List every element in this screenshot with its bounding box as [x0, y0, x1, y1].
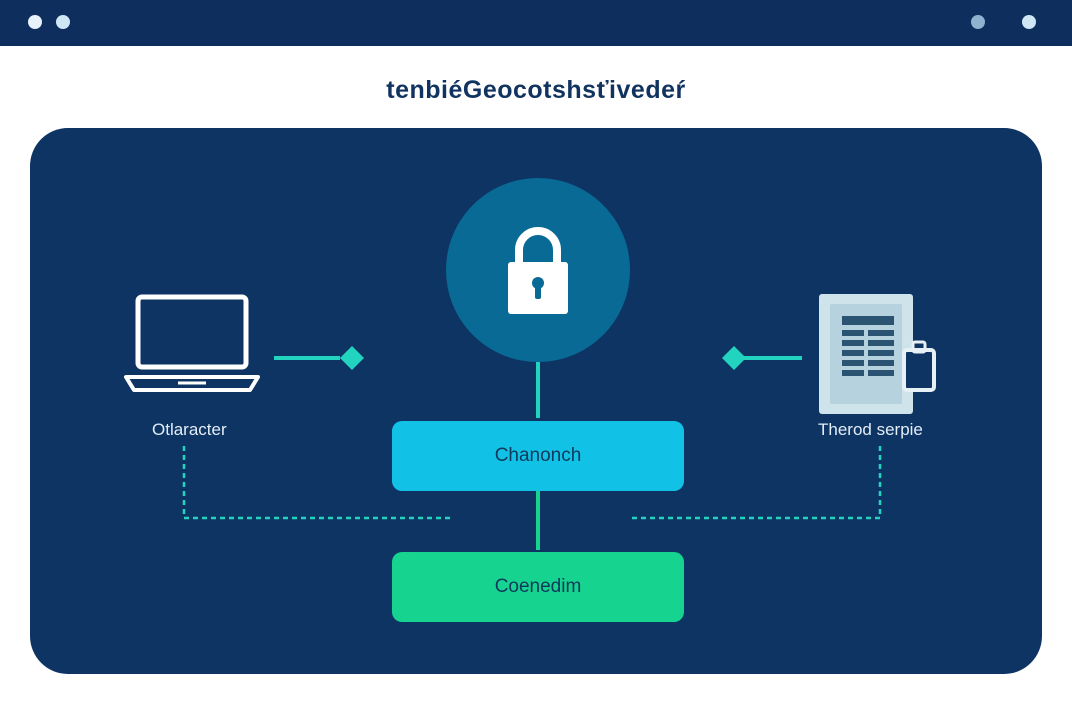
lock-icon: [508, 227, 568, 314]
laptop-icon: [124, 294, 260, 392]
left-connector-arrow: [274, 346, 364, 370]
window-titlebar: [0, 0, 1072, 46]
right-device-label: Therod serpie: [818, 420, 923, 439]
diagram-canvas: [124, 227, 936, 550]
left-device-label: Otlaracter: [152, 420, 227, 439]
primary-node[interactable]: Chanonch: [392, 421, 684, 491]
primary-node-label: Chanonch: [494, 445, 582, 466]
window-control-dot[interactable]: [56, 15, 70, 29]
document-server-icon: [819, 294, 936, 414]
page-title: tenbiéGeocotshsťivedeŕ: [386, 76, 686, 104]
window-control-dot[interactable]: [1022, 15, 1036, 29]
window-control-dot[interactable]: [28, 15, 42, 29]
secondary-node[interactable]: Coenedim: [392, 552, 684, 622]
diagram-panel: Otlaracter Therod serpie Chanonch Coened…: [30, 128, 1042, 674]
right-dashed-connector: [632, 446, 882, 520]
window-control-dot[interactable]: [971, 15, 985, 29]
secondary-node-label: Coenedim: [494, 576, 582, 597]
right-connector-arrow: [722, 346, 802, 370]
left-dashed-connector: [182, 446, 452, 520]
